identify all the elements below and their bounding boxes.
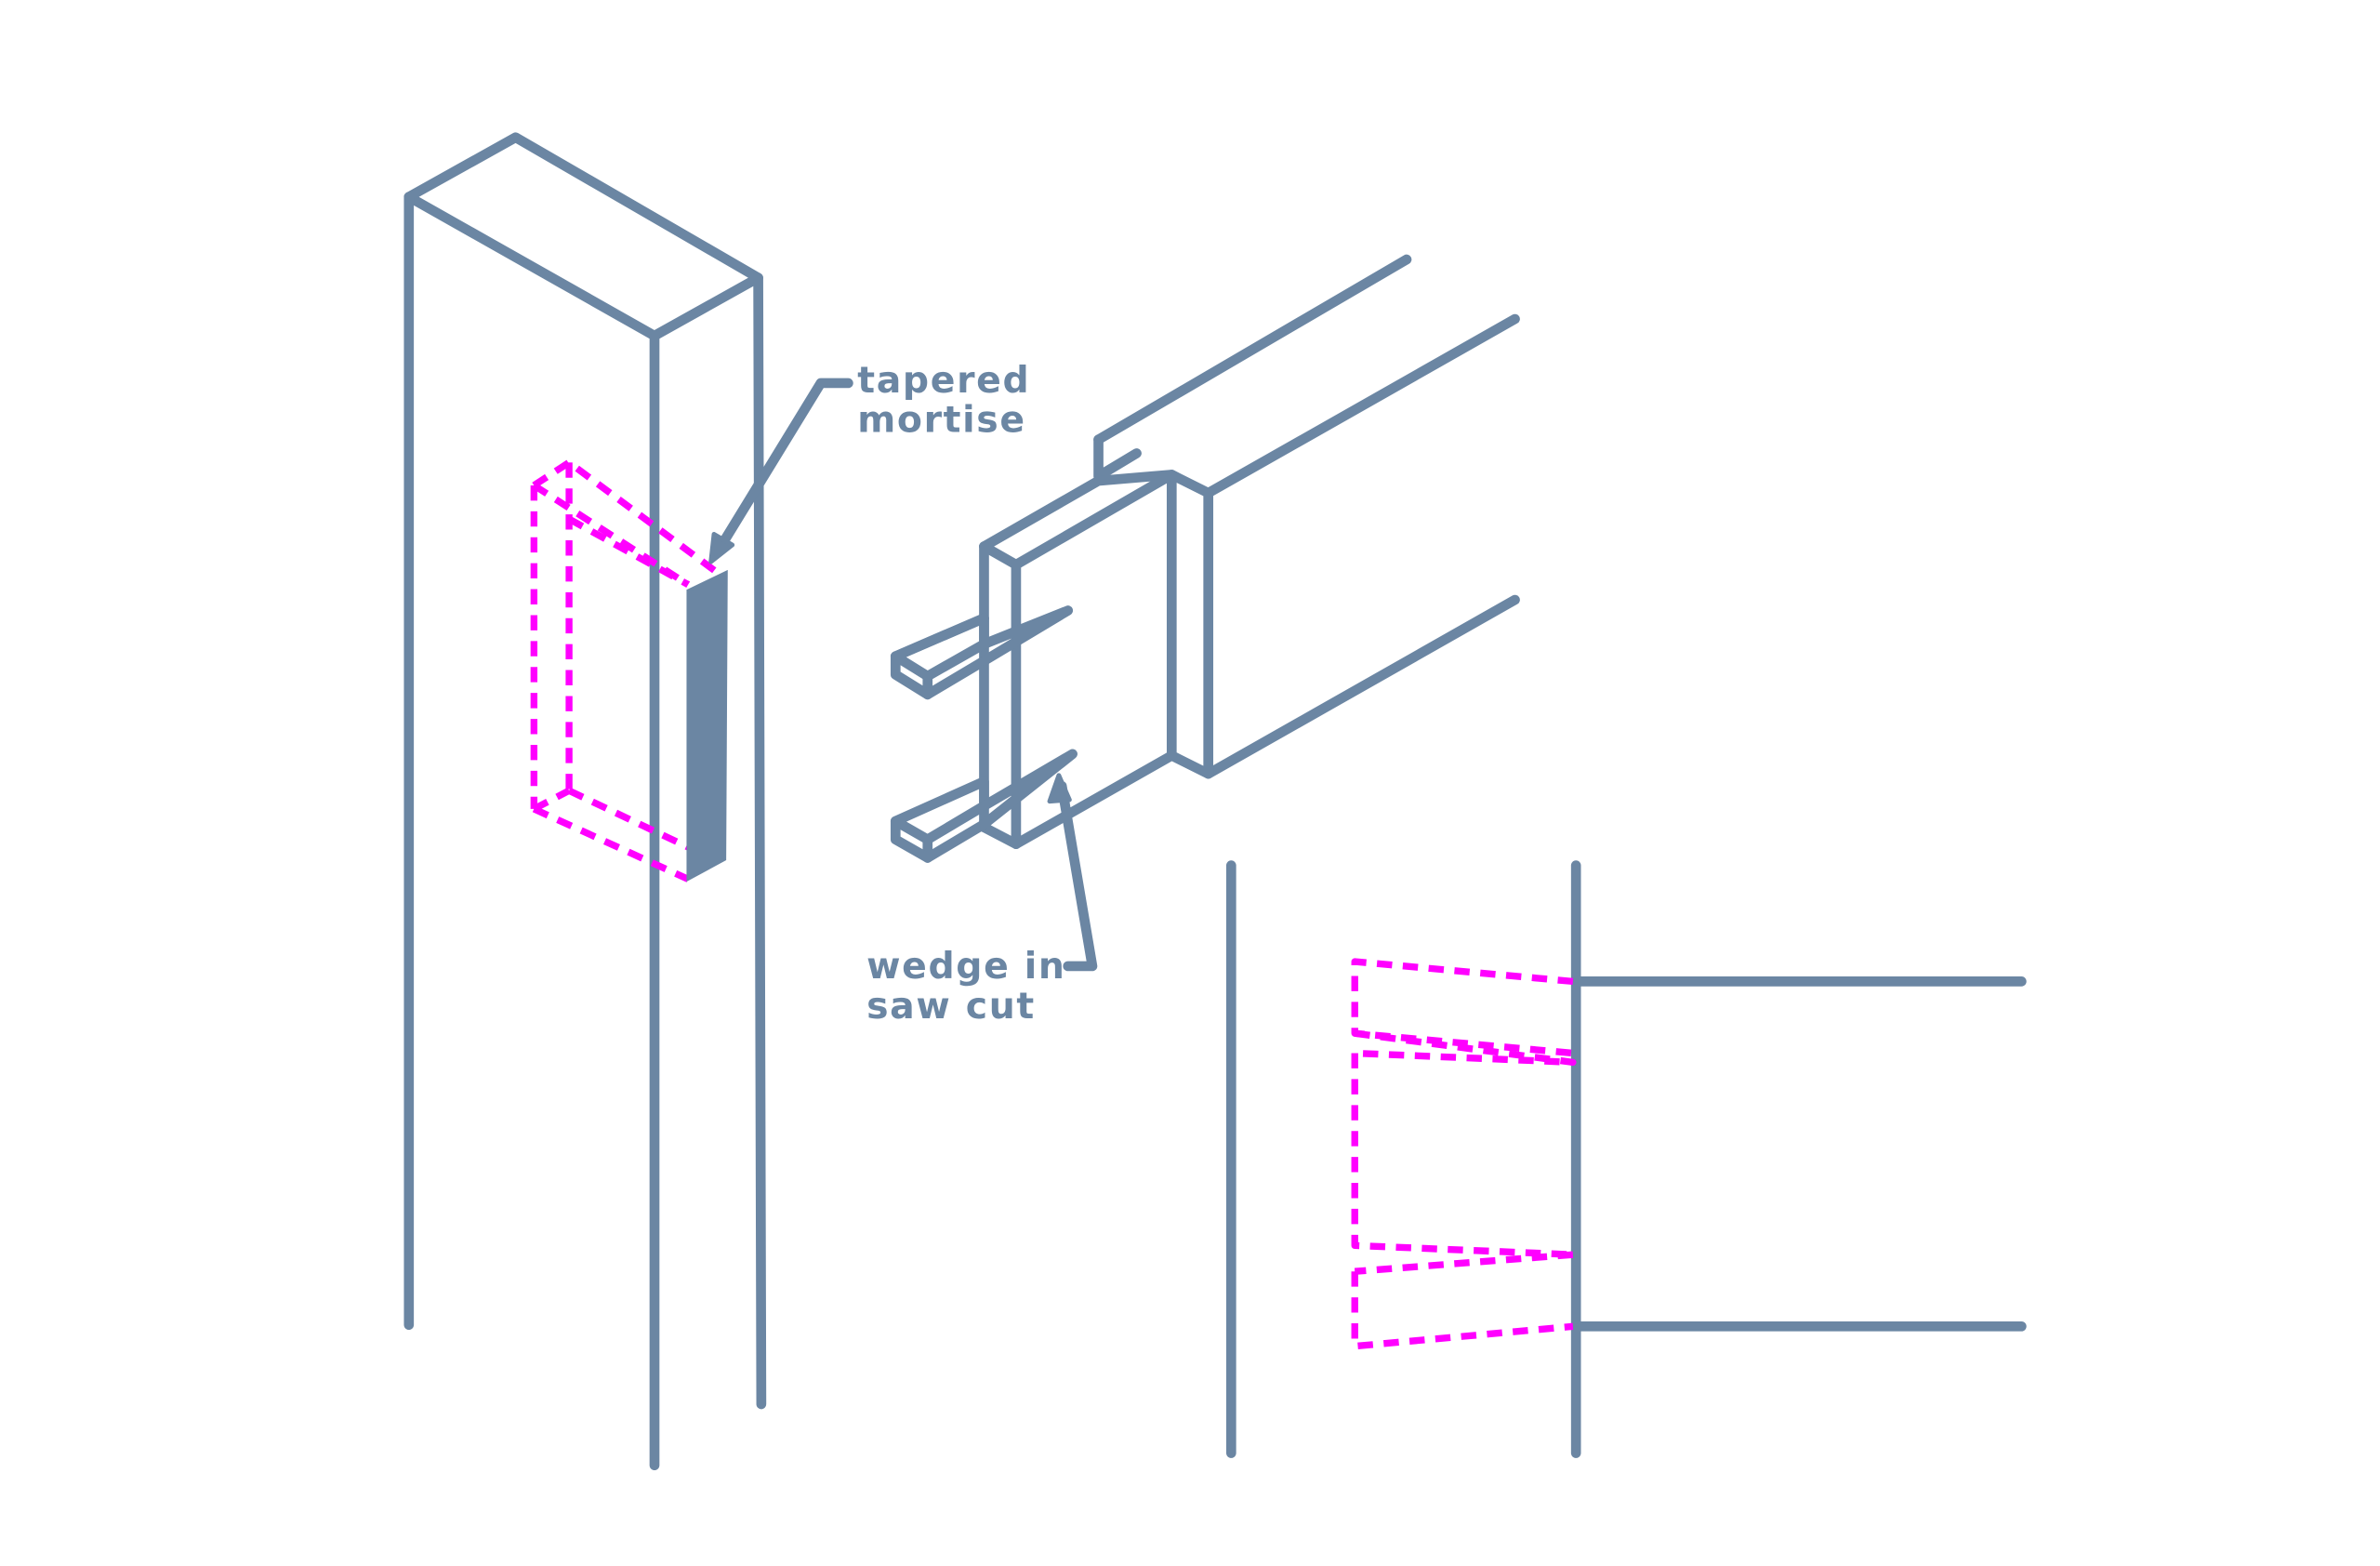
rail-top-mid-edge <box>1203 313 1520 498</box>
section-tenon-upper-wedge <box>1351 958 1574 1057</box>
rail-top-back-edge <box>1093 254 1412 445</box>
section-tenon-upper-wedge-inner <box>1354 1029 1577 1067</box>
lower-wedge <box>890 749 1078 863</box>
tenon-bottom-link <box>979 822 1022 849</box>
label-tapered: tapered <box>857 359 1030 402</box>
upper-saw-cut <box>979 605 1074 667</box>
mortise-hidden-lines <box>530 458 720 883</box>
mortise-inner-bottom <box>567 787 690 851</box>
mortise-top-edge <box>532 482 691 588</box>
post-right-edge <box>753 272 767 1410</box>
upper-wedge-top <box>890 613 989 662</box>
leaders <box>708 378 1098 972</box>
mortise-inner-top <box>567 515 690 588</box>
tapered-mortise-leader <box>711 378 853 558</box>
label-saw-cut: saw cut <box>866 985 1036 1028</box>
rail-bottom-edge <box>1203 594 1520 779</box>
lower-wedge-side <box>890 816 989 863</box>
label-wedge-in: wedge in <box>866 945 1066 988</box>
tapered-mortise-arrowhead <box>708 532 735 564</box>
section-tenon-lower-wedge-inner <box>1354 1251 1574 1275</box>
post <box>403 132 767 1471</box>
rail-shoulder-bottom <box>1011 750 1177 849</box>
labels: tapered mortise wedge in saw cut <box>857 359 1066 1028</box>
mortise-corner-link <box>532 787 571 813</box>
post-top-face <box>403 132 763 341</box>
mortise-outline <box>532 458 720 576</box>
mortise-opening <box>686 569 728 883</box>
section-hidden-tenon <box>1351 958 1577 1350</box>
section-view <box>1225 860 2027 1458</box>
wedge-leader <box>1056 780 1098 972</box>
label-mortise: mortise <box>857 398 1025 441</box>
section-tenon-body <box>1351 1053 1574 1258</box>
mortise-bottom-edge <box>532 805 690 883</box>
upper-wedge <box>890 605 1074 700</box>
section-tenon-lower-wedge <box>1351 1271 1574 1350</box>
upper-wedge-side <box>890 651 989 700</box>
rail <box>890 254 1520 863</box>
rail-shoulder <box>1093 434 1142 482</box>
lower-saw-cut <box>979 749 1078 829</box>
wedge-arrowhead <box>1047 773 1072 804</box>
